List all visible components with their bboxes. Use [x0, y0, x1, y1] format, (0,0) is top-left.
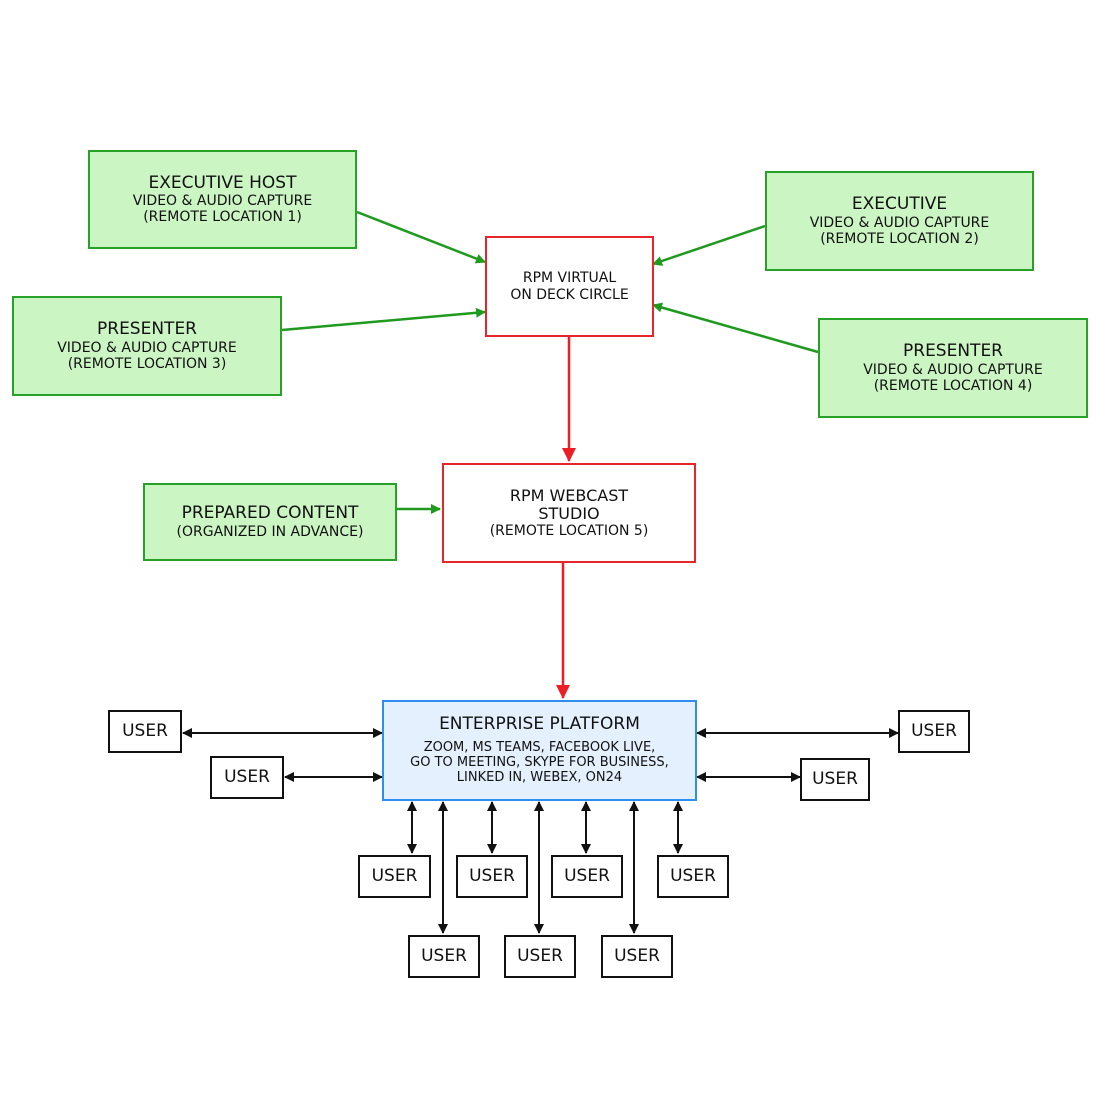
source-line1: VIDEO & AUDIO CAPTURE: [809, 214, 990, 231]
user-box-left-1: USER: [108, 710, 182, 753]
arrow-presenter4-to-ondeck: [652, 302, 819, 354]
user-box-row2-1: USER: [408, 935, 480, 978]
source-title: EXECUTIVE HOST: [148, 172, 297, 193]
studio-line1: RPM WEBCAST: [509, 485, 629, 505]
user-box-right-1: USER: [898, 710, 970, 753]
source-title: EXECUTIVE: [851, 194, 948, 215]
on-deck-line1: RPM VIRTUAL: [522, 270, 617, 287]
source-line1: VIDEO & AUDIO CAPTURE: [863, 361, 1043, 378]
user-box-row2-3: USER: [601, 935, 673, 978]
user-label: USER: [122, 720, 168, 741]
arrow-presenter3-to-ondeck: [281, 307, 486, 332]
source-line1: VIDEO & AUDIO CAPTURE: [57, 339, 237, 356]
source-line2: (REMOTE LOCATION 1): [143, 209, 302, 226]
source-line2: (REMOTE LOCATION 3): [67, 355, 227, 372]
user-box-row2-2: USER: [504, 935, 576, 978]
platform-line3: LINKED IN, WEBEX, ON24: [456, 769, 623, 785]
prepared-title: PREPARED CONTENT: [181, 503, 359, 524]
user-label: USER: [421, 945, 467, 966]
user-label: USER: [371, 865, 418, 886]
user-box-row1-3: USER: [551, 855, 623, 898]
user-box-row1-2: USER: [456, 855, 528, 898]
studio-line3: (REMOTE LOCATION 5): [489, 523, 649, 540]
source-executive-host: EXECUTIVE HOST VIDEO & AUDIO CAPTURE (RE…: [88, 150, 357, 249]
user-label: USER: [614, 945, 660, 966]
platform-line1: ZOOM, MS TEAMS, FACEBOOK LIVE,: [423, 739, 656, 755]
user-box-right-2: USER: [800, 758, 870, 801]
user-label: USER: [517, 945, 563, 966]
prepared-subtitle: (ORGANIZED IN ADVANCE): [176, 523, 364, 540]
user-box-row1-4: USER: [657, 855, 729, 898]
user-label: USER: [812, 768, 858, 789]
user-label: USER: [224, 766, 270, 787]
arrow-executive-to-ondeck: [652, 224, 766, 266]
source-line2: (REMOTE LOCATION 4): [873, 377, 1033, 394]
user-label: USER: [564, 865, 610, 886]
source-title: PRESENTER: [97, 319, 197, 340]
on-deck-circle-box: RPM VIRTUAL ON DECK CIRCLE: [485, 236, 654, 337]
source-presenter-4: PRESENTER VIDEO & AUDIO CAPTURE (REMOTE …: [818, 318, 1088, 418]
source-title: PRESENTER: [903, 341, 1003, 362]
user-label: USER: [670, 865, 716, 886]
webcast-studio-box: RPM WEBCAST STUDIO (REMOTE LOCATION 5): [442, 463, 696, 563]
studio-line2: STUDIO: [538, 503, 600, 523]
source-line1: VIDEO & AUDIO CAPTURE: [132, 193, 313, 210]
user-box-left-2: USER: [210, 756, 284, 799]
arrow-host-to-ondeck: [356, 210, 486, 264]
prepared-content-box: PREPARED CONTENT (ORGANIZED IN ADVANCE): [143, 483, 397, 561]
source-presenter-3: PRESENTER VIDEO & AUDIO CAPTURE (REMOTE …: [12, 296, 282, 396]
user-label: USER: [911, 720, 957, 741]
platform-title: ENTERPRISE PLATFORM: [439, 714, 640, 735]
user-box-row1-1: USER: [358, 855, 431, 898]
on-deck-line2: ON DECK CIRCLE: [510, 286, 629, 303]
source-line2: (REMOTE LOCATION 2): [820, 230, 979, 247]
enterprise-platform-box: ENTERPRISE PLATFORM ZOOM, MS TEAMS, FACE…: [382, 700, 697, 801]
platform-line2: GO TO MEETING, SKYPE FOR BUSINESS,: [410, 754, 669, 770]
source-executive: EXECUTIVE VIDEO & AUDIO CAPTURE (REMOTE …: [765, 171, 1034, 271]
user-label: USER: [469, 865, 515, 886]
